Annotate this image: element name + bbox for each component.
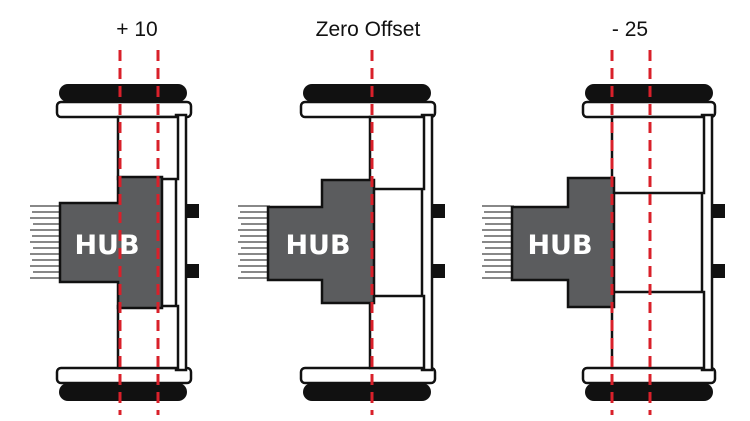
rim-barrel (174, 113, 188, 372)
hub-shaft-threads (482, 205, 514, 279)
tire-bottom (303, 383, 431, 401)
rim-lower-spoke (610, 290, 706, 370)
hub-block (266, 178, 376, 305)
panel-title: - 25 (612, 18, 648, 41)
rim-barrel (700, 113, 714, 372)
offset-panel-plus-10: + 10 HUB (30, 18, 199, 415)
hub-shaft-threads (238, 205, 270, 279)
rim-lower-spoke (116, 304, 180, 370)
tire-bottom (59, 383, 187, 401)
rim-bottom-lip (299, 366, 437, 385)
lug-nut-upper (432, 204, 445, 218)
lug-nut-upper (186, 204, 199, 218)
hub-label: HUB (285, 230, 350, 261)
rim-upper-spoke (116, 115, 180, 181)
hub-shaft-threads (30, 205, 62, 279)
rim-top-lip (55, 100, 193, 119)
tire-top (59, 84, 187, 102)
offset-panel-minus-25: - 25 HUB (482, 18, 725, 415)
tire-top (303, 84, 431, 102)
rim-bottom-lip (55, 366, 193, 385)
rim-lower-spoke (368, 294, 426, 370)
panel-title: Zero Offset (316, 18, 421, 41)
lug-nut-lower (432, 264, 445, 278)
wheel-rim (299, 100, 437, 385)
lug-nut-lower (186, 264, 199, 278)
hub-block (58, 175, 164, 310)
panel-title: + 10 (116, 18, 157, 41)
lug-nut-lower (712, 264, 725, 278)
rim-barrel (420, 113, 434, 372)
hub-label: HUB (74, 230, 139, 261)
hub-block (510, 176, 616, 309)
rim-upper-spoke (610, 115, 706, 195)
hub-label: HUB (527, 230, 592, 261)
rim-upper-spoke (368, 115, 426, 191)
rim-top-lip (299, 100, 437, 119)
offset-panel-zero-offset: Zero Offset HUB (238, 18, 445, 415)
lug-nut-upper (712, 204, 725, 218)
wheel-rim (581, 100, 717, 385)
